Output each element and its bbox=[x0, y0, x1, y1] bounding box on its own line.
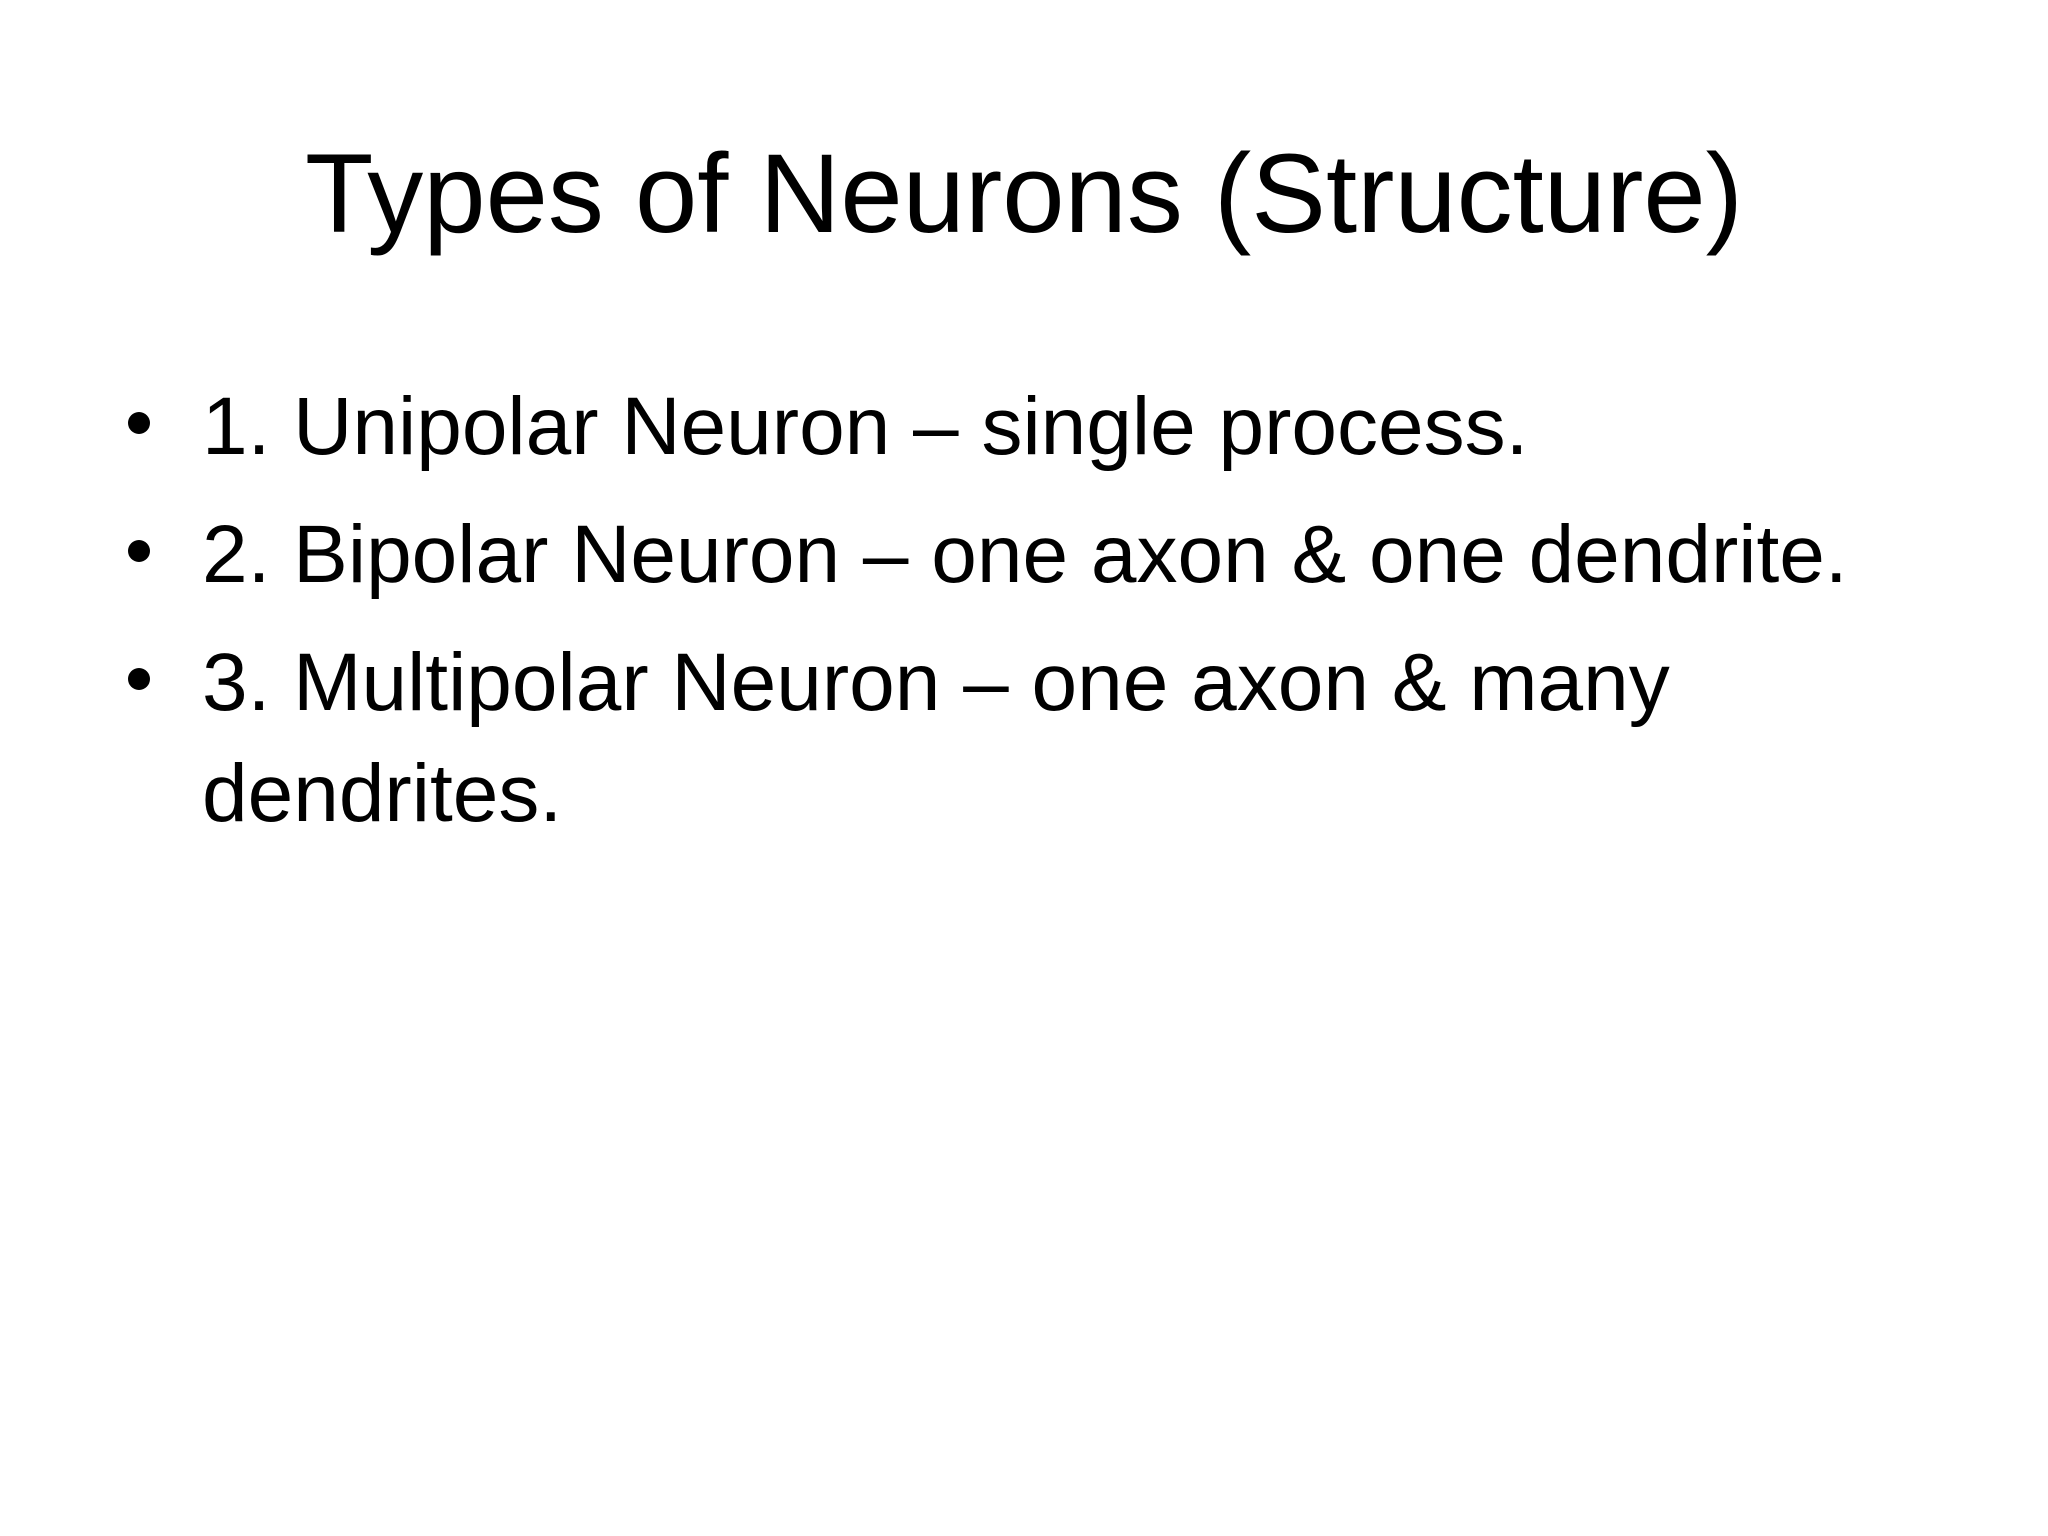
bullet-text-bipolar: 2. Bipolar Neuron – one axon & one dendr… bbox=[202, 509, 1848, 600]
bullet-text-unipolar: 1. Unipolar Neuron – single process. bbox=[202, 381, 1529, 472]
bullet-dot-icon bbox=[128, 412, 150, 434]
bullet-text-multipolar: 3. Multipolar Neuron – one axon & many d… bbox=[202, 637, 1670, 839]
list-item: 1. Unipolar Neuron – single process. bbox=[128, 371, 1922, 482]
list-item: 3. Multipolar Neuron – one axon & many d… bbox=[128, 627, 1922, 849]
list-item: 2. Bipolar Neuron – one axon & one dendr… bbox=[128, 499, 1922, 610]
bullet-dot-icon bbox=[128, 540, 150, 562]
bullet-dot-icon bbox=[128, 668, 150, 690]
slide-title: Types of Neurons (Structure) bbox=[305, 131, 1743, 256]
bullet-list: 1. Unipolar Neuron – single process. 2. … bbox=[128, 371, 1922, 866]
